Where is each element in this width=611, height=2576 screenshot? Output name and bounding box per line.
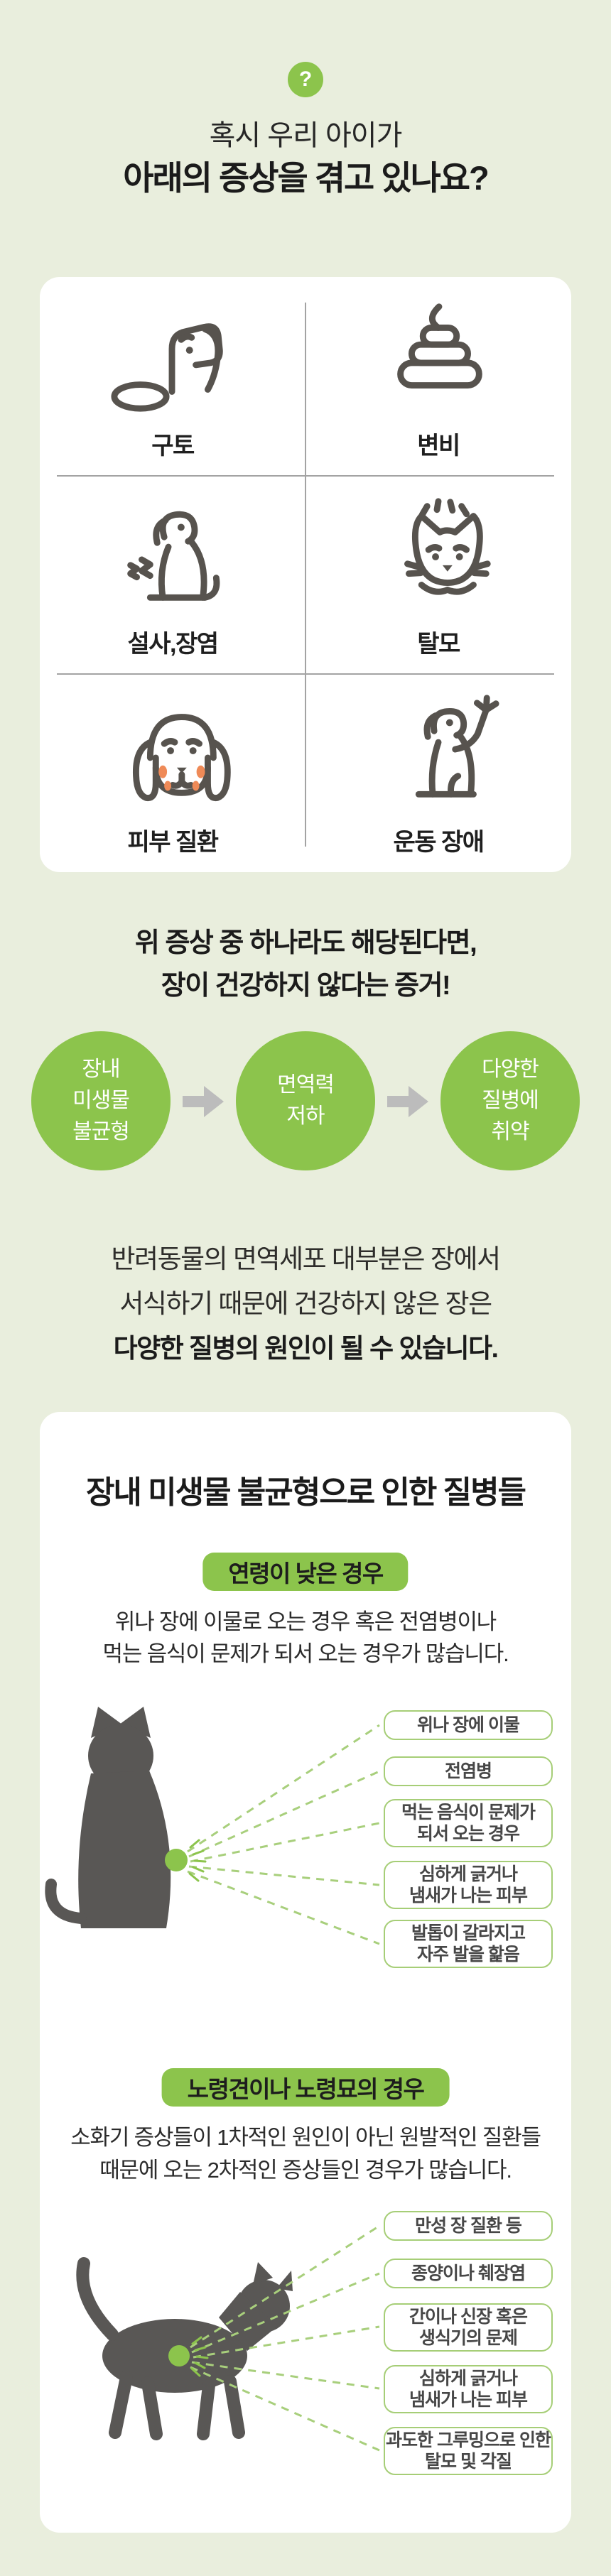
symptom-label: 탈모 bbox=[417, 631, 460, 658]
callout-label: 먹는 음식이 문제가 되서 오는 경우 bbox=[384, 1799, 553, 1847]
page-title-line1: 혹시 우리 아이가 bbox=[209, 120, 403, 151]
callout-label: 과도한 그루밍으로 인한 탈모 및 각질 bbox=[384, 2427, 553, 2475]
callout-label: 만성 장 질환 등 bbox=[384, 2211, 553, 2241]
symptom-label: 설사,장염 bbox=[127, 631, 219, 658]
dog-skin-disease-icon bbox=[133, 714, 231, 802]
symptom-label: 운동 장애 bbox=[393, 829, 485, 856]
symptom-cell-constipation: 변비 bbox=[306, 277, 571, 475]
senior-case-diagram bbox=[76, 2224, 380, 2452]
orange-spots bbox=[158, 765, 205, 791]
gut-dot bbox=[165, 1849, 188, 1871]
young-desc-line1: 위나 장에 이물로 오는 경우 혹은 전염병이나 bbox=[114, 1609, 497, 1634]
callout-label: 전염병 bbox=[384, 1756, 553, 1786]
young-case-diagram bbox=[45, 1707, 380, 1945]
sitting-cat-silhouette bbox=[78, 1707, 171, 1928]
page-title-line2: 아래의 증상을 겪고 있나요? bbox=[123, 159, 490, 197]
cat-tail bbox=[45, 1879, 87, 1924]
grid-divider-horizontal-1 bbox=[57, 475, 554, 477]
callout-label: 위나 장에 이물 bbox=[384, 1710, 553, 1740]
flow-step-disease-vulnerable: 다양한 질병에 취약 bbox=[440, 1031, 580, 1170]
callout-label: 종양이나 췌장염 bbox=[384, 2259, 553, 2288]
badge-senior-case: 노령견이나 노령묘의 경우 bbox=[161, 2068, 450, 2107]
callout-dashed-lines bbox=[187, 1724, 380, 1945]
callout-dashed-lines bbox=[190, 2224, 380, 2452]
badge-young-case: 연령이 낮은 경우 bbox=[202, 1553, 409, 1591]
explanation-line1: 반려동물의 면역세포 대부분은 장에서 bbox=[111, 1244, 501, 1273]
warning-line1: 위 증상 중 하나라도 해당된다면, bbox=[134, 928, 477, 958]
symptom-cell-diarrhea: 설사,장염 bbox=[40, 475, 306, 673]
symptom-cell-mobility: 운동 장애 bbox=[306, 673, 571, 871]
gut-dot-rays bbox=[190, 2336, 209, 2377]
young-desc-line2: 먹는 음식이 문제가 되서 오는 경우가 많습니다. bbox=[102, 1641, 509, 1666]
grid-divider-horizontal-2 bbox=[57, 673, 554, 675]
grid-divider-vertical bbox=[305, 303, 306, 847]
cat-legs-and-tail bbox=[76, 2257, 245, 2440]
gut-dot bbox=[168, 2345, 190, 2366]
callout-label: 발톱이 갈라지고 자주 발을 핥음 bbox=[384, 1920, 553, 1968]
senior-desc-line1: 소화기 증상들이 1차적인 원인이 아닌 원발적인 질환들 bbox=[70, 2125, 541, 2150]
poop-icon bbox=[397, 303, 482, 388]
flow-step-microbiome-imbalance: 장내 미생물 불균형 bbox=[31, 1031, 171, 1170]
question-mark-icon: ? bbox=[288, 62, 323, 97]
symptom-cell-skin-disease: 피부 질환 bbox=[40, 673, 306, 871]
vomiting-dog-icon bbox=[111, 323, 223, 412]
callout-label: 심하게 긁거나 냄새가 나는 피부 bbox=[384, 1861, 553, 1909]
gut-dot-rays bbox=[188, 1839, 207, 1882]
dog-mobility-aid-icon bbox=[415, 695, 499, 798]
flow-step-immunity-drop: 면역력 저하 bbox=[236, 1031, 375, 1170]
callout-label: 간이나 신장 혹은 생식기의 문제 bbox=[384, 2303, 553, 2352]
diseases-card-title: 장내 미생물 불균형으로 인한 질병들 bbox=[85, 1475, 526, 1510]
symptom-label: 피부 질환 bbox=[127, 829, 219, 856]
symptom-cell-vomiting: 구토 bbox=[40, 277, 306, 475]
explanation-line3-bold: 다양한 질병의 원인이 될 수 있습니다. bbox=[113, 1334, 499, 1363]
arrow-right-icon bbox=[183, 1086, 224, 1117]
question-glyph: ? bbox=[298, 67, 313, 91]
cat-hair-loss-icon bbox=[404, 498, 491, 595]
symptom-cell-hair-loss: 탈모 bbox=[306, 475, 571, 673]
arrow-right-icon bbox=[387, 1086, 428, 1117]
explanation-line2: 서식하기 때문에 건강하지 않은 장은 bbox=[119, 1289, 492, 1318]
dog-stomachache-icon bbox=[127, 511, 220, 601]
warning-line2: 장이 건강하지 않다는 증거! bbox=[161, 971, 451, 1001]
callout-label: 심하게 긁거나 냄새가 나는 피부 bbox=[384, 2365, 553, 2413]
symptom-label: 구토 bbox=[151, 433, 195, 460]
senior-desc-line2: 때문에 오는 2차적인 증상들인 경우가 많습니다. bbox=[99, 2158, 512, 2183]
symptom-label: 변비 bbox=[417, 433, 460, 460]
